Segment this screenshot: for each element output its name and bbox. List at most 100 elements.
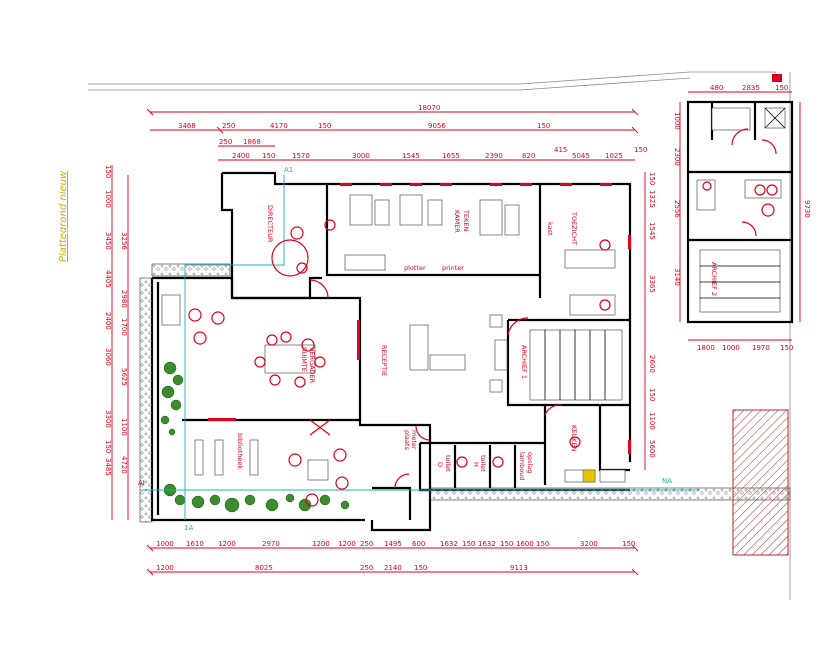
dim-bot-1-9: 600 [412, 540, 425, 548]
dim-bot-2-5: 150 [414, 564, 427, 572]
dim-bot-1-5: 1200 [312, 540, 330, 548]
dim-right-8: 5600 [648, 440, 656, 458]
furniture [161, 194, 626, 507]
dim-top-4-2: 150 [262, 152, 275, 160]
dim-bot-2-4: 2140 [384, 564, 402, 572]
dim-bot-2-1: 1200 [156, 564, 174, 572]
dim-top-4-6: 1655 [442, 152, 460, 160]
dim-top-4-8: 820 [522, 152, 535, 160]
drawing-title: Plattegrond nieuw [58, 170, 69, 262]
axis-mark-na: NA [662, 477, 672, 485]
room-toilet-h-2: H [472, 462, 480, 467]
dim-overall: 18070 [418, 104, 440, 112]
dim-annex-left-4: 3140 [673, 268, 681, 286]
dim-annex-bot-4: 150 [780, 344, 793, 352]
dim-left-10: 5625 [120, 368, 128, 386]
dim-right-2: 1325 [648, 190, 656, 208]
dim-bot-2-3: 250 [360, 564, 373, 572]
dim-left-3: 3450 [104, 232, 112, 250]
room-meter-2: plaats [403, 430, 411, 450]
hatched-area [732, 409, 789, 556]
room-toezicht: TOEZICHT [570, 211, 578, 245]
dim-annex-bot-3: 1970 [752, 344, 770, 352]
dim-top-4-11: 1025 [605, 152, 623, 160]
dim-top-4-3: 1570 [292, 152, 310, 160]
dim-right-4: 3365 [648, 275, 656, 293]
dim-top-4-1: 2400 [232, 152, 250, 160]
dim-bot-1-4: 2970 [262, 540, 280, 548]
dim-top-4-5: 1545 [402, 152, 420, 160]
dim-bot-1-8: 1495 [384, 540, 402, 548]
dim-top-4-4: 3000 [352, 152, 370, 160]
dim-top-2-6: 150 [537, 122, 550, 130]
dim-annex-left-1: 1000 [673, 112, 681, 130]
room-kast: kast [546, 222, 554, 236]
room-vergader-2: RUIMTE [300, 347, 308, 372]
room-toilet-d-2: D [436, 462, 444, 467]
dim-annex-left-3: 2556 [673, 200, 681, 218]
dim-left-15: 4720 [120, 456, 128, 474]
dim-bot-1-17: 150 [622, 540, 635, 548]
dim-annex-right: 9730 [803, 200, 811, 218]
dim-top-4-10: 5045 [572, 152, 590, 160]
dim-annex-top-3: 150 [775, 84, 788, 92]
dim-bot-1-15: 150 [536, 540, 549, 548]
room-meter-1: meter [410, 430, 418, 450]
dim-bot-2-6: 9113 [510, 564, 528, 572]
room-labels: DIRECTEUR TEKEN KAMER TOEZICHT kast plot… [236, 205, 578, 480]
dim-right-3: 1545 [648, 222, 656, 240]
dim-bot-1-11: 150 [462, 540, 475, 548]
dim-bot-1-12: 1632 [478, 540, 496, 548]
dim-bot-1-13: 150 [500, 540, 513, 548]
property-line [88, 71, 776, 91]
room-archief-2: ARCHIEF 2 [710, 262, 718, 296]
room-vergader-1: VERGADER [308, 347, 316, 384]
room-plotter: plotter [404, 264, 426, 272]
dim-right-7: 1100 [648, 412, 656, 430]
dim-top-2-5: 9056 [428, 122, 446, 130]
dimension-lines [111, 91, 801, 576]
dims-top: 18070 3468 250 4170 150 9056 150 250 186… [178, 104, 647, 160]
dim-top-4-12: 150 [634, 146, 647, 154]
main-building-walls [150, 171, 632, 532]
axis-mark-ai: AI [138, 479, 145, 487]
dim-left-11: 3300 [104, 410, 112, 428]
dim-left-4: 3256 [120, 232, 128, 250]
dim-left-8: 1700 [120, 318, 128, 336]
dim-top-2-2: 250 [222, 122, 235, 130]
dim-right-6: 150 [648, 388, 656, 401]
dim-left-6: 2980 [120, 290, 128, 308]
dim-bot-1-7: 250 [360, 540, 373, 548]
gravel-strip-bottom [429, 487, 791, 501]
axis-mark-a-top: A1 [284, 166, 293, 174]
room-printer: printer [442, 264, 464, 272]
dims-right: 150 1325 1545 3365 2600 150 1100 5600 [648, 172, 656, 458]
dim-left-9: 3060 [104, 348, 112, 366]
dim-top-2-4: 150 [318, 122, 331, 130]
gravel-strip-left [139, 277, 153, 523]
dim-bot-1-6: 1200 [338, 540, 356, 548]
room-receptie: RECEPTIE [380, 345, 388, 376]
dim-bot-1-10: 1632 [440, 540, 458, 548]
dim-annex-bot-1: 1800 [697, 344, 715, 352]
dim-top-4-7: 2390 [485, 152, 503, 160]
dim-left-13: 150 [104, 440, 112, 453]
room-archief-1: ARCHIEF 1 [520, 345, 528, 379]
room-directeur: DIRECTEUR [266, 205, 274, 243]
room-bibliotheek: bibliotheek [236, 433, 244, 469]
dim-bot-1-2: 1610 [186, 540, 204, 548]
dim-top-4-9: 415 [554, 146, 567, 154]
dim-annex-left-2: 2300 [673, 148, 681, 166]
room-teken-1: TEKEN [462, 209, 470, 231]
room-teken-2: KAMER [453, 210, 461, 233]
dim-bot-2-2: 8025 [255, 564, 273, 572]
room-keuken: KEUKEN [570, 425, 578, 451]
dim-left-5: 4405 [104, 270, 112, 288]
dim-bot-1-3: 1200 [218, 540, 236, 548]
annex-building: ARCHIEF 2 [686, 74, 794, 324]
axis-mark-a-bottom: 1A [184, 524, 193, 532]
room-opslag-1: opslag [526, 452, 534, 473]
dim-top-2-3: 4170 [270, 122, 288, 130]
dim-bot-1-16: 3200 [580, 540, 598, 548]
dim-bot-1-14: 1600 [516, 540, 534, 548]
